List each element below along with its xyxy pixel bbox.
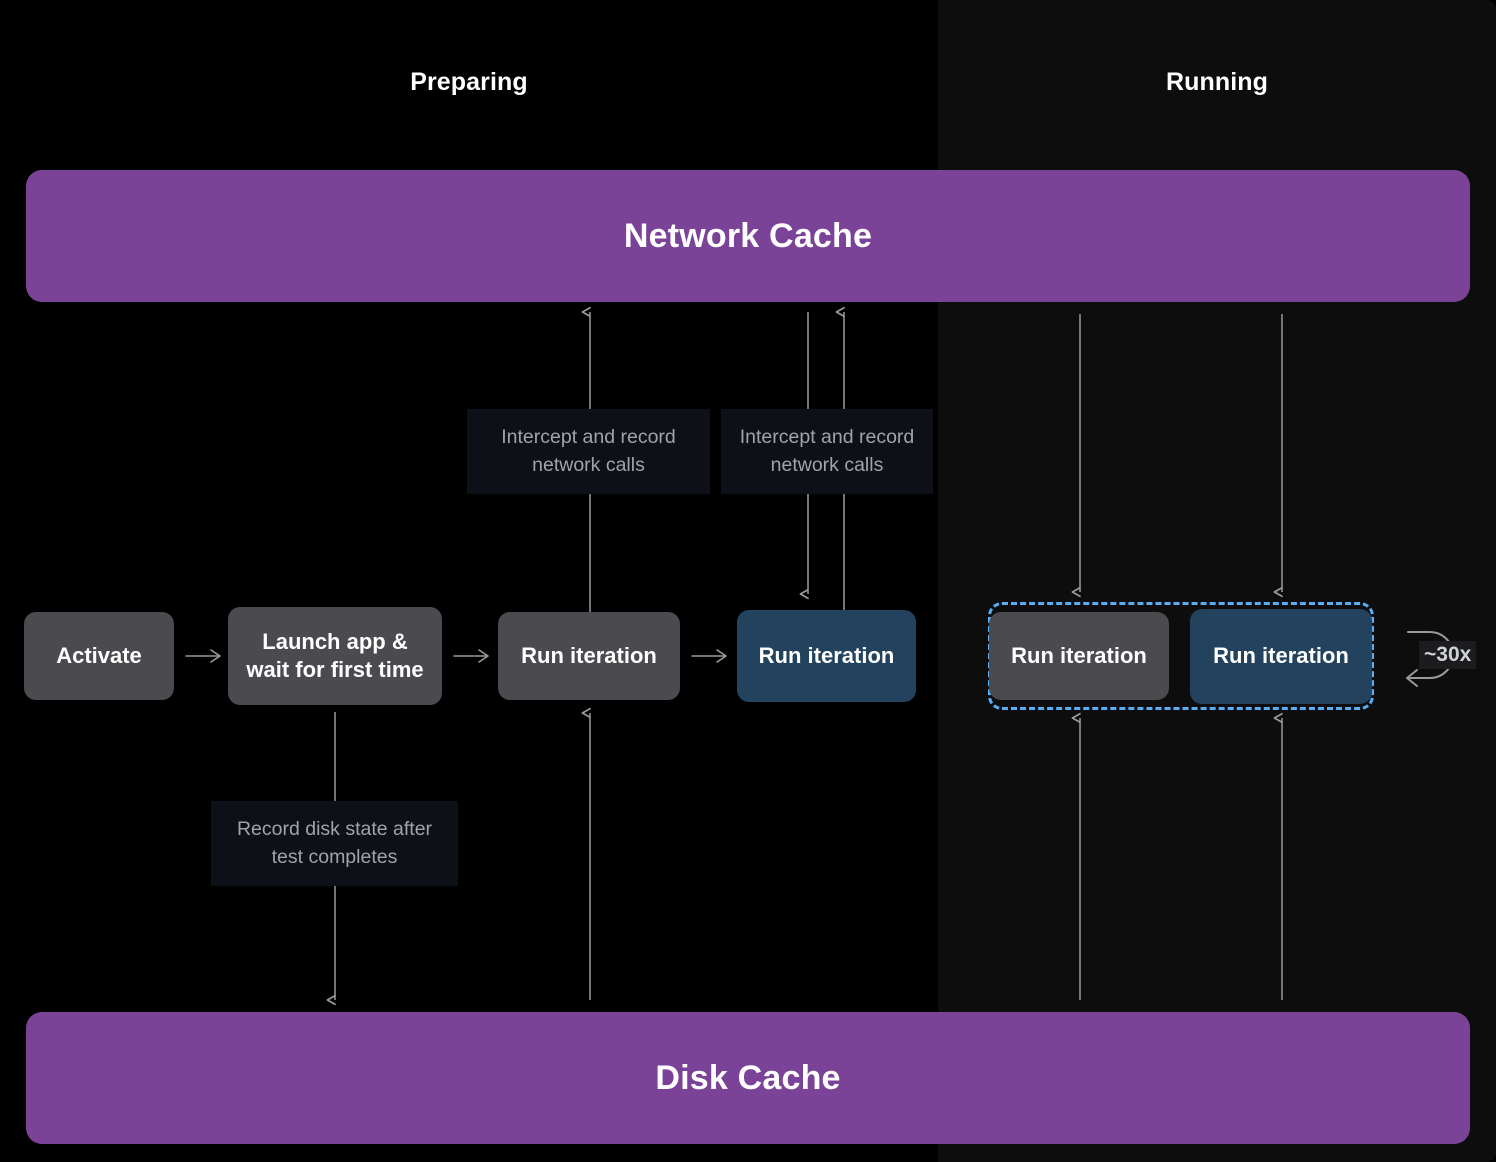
node-activate[interactable]: Activate xyxy=(24,612,174,700)
panel-title-preparing: Preparing xyxy=(410,68,528,96)
node-prep-run-iteration-1[interactable]: Run iteration xyxy=(498,612,680,700)
network-cache-band: Network Cache xyxy=(26,170,1470,302)
sequence-arrow-launch-to-prep-run-1 xyxy=(453,649,489,663)
sequence-arrow-activate-to-launch xyxy=(185,649,221,663)
node-launch-app[interactable]: Launch app & wait for first time xyxy=(228,607,442,705)
node-prep-run-iteration-2[interactable]: Run iteration xyxy=(737,610,916,702)
note-intercept-network-2: Intercept and record network calls xyxy=(721,409,933,494)
sequence-arrow-prep-run-1-to-prep-run-2 xyxy=(691,649,727,663)
node-label: Run iteration xyxy=(758,642,895,668)
note-intercept-network-1: Intercept and record network calls xyxy=(467,409,710,494)
node-label: Launch app & wait for first time xyxy=(246,628,424,682)
node-run-run-iteration-2[interactable]: Run iteration xyxy=(1190,609,1372,704)
node-label: Run iteration xyxy=(1011,642,1147,668)
loop-count-badge: ~30x xyxy=(1419,641,1477,669)
node-label: Activate xyxy=(56,642,142,668)
node-label: Run iteration xyxy=(1213,643,1349,669)
panel-title-running: Running xyxy=(1165,68,1269,96)
node-label: Run iteration xyxy=(521,642,657,668)
note-record-disk-state: Record disk state after test completes xyxy=(211,801,458,886)
node-run-run-iteration-1[interactable]: Run iteration xyxy=(989,612,1169,700)
disk-cache-band: Disk Cache xyxy=(26,1012,1470,1144)
